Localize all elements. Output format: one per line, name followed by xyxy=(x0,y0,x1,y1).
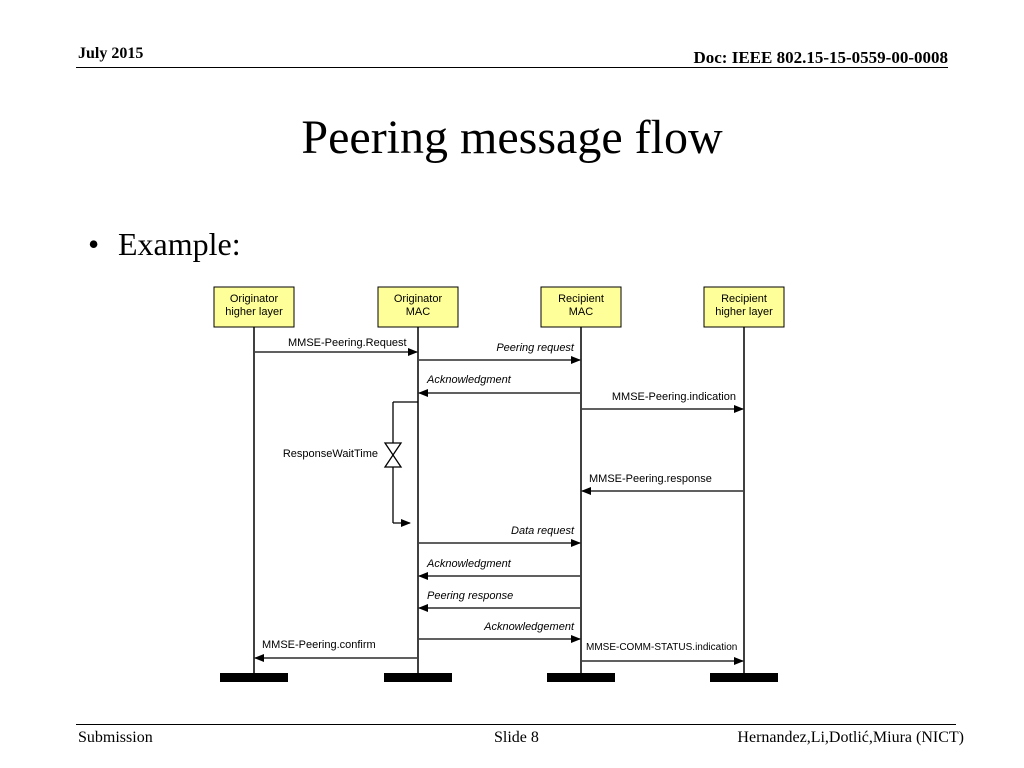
participant-label: higher layer xyxy=(715,306,773,318)
participant-label: Originator xyxy=(394,293,443,305)
bullet-text: Example: xyxy=(118,226,241,262)
message-label: Acknowledgment xyxy=(426,374,512,386)
message-label: MMSE-Peering.indication xyxy=(612,391,736,403)
footer-submission: Submission xyxy=(78,729,153,746)
bullet-item: • Example: xyxy=(88,226,241,263)
participant-label: MAC xyxy=(406,306,431,318)
message-label: MMSE-COMM-STATUS.indication xyxy=(586,642,737,653)
participant-label: Originator xyxy=(230,293,279,305)
footer-rule xyxy=(76,724,956,725)
lifeline-terminator xyxy=(384,673,452,682)
message-label: MMSE-Peering.confirm xyxy=(262,639,376,651)
lifeline-terminator xyxy=(710,673,778,682)
message-label: Peering request xyxy=(496,342,575,354)
message-label: MMSE-Peering.response xyxy=(589,473,712,485)
participant-box xyxy=(377,286,459,328)
lifeline-terminator xyxy=(547,673,615,682)
header-rule xyxy=(76,67,948,68)
lifeline-terminator xyxy=(220,673,288,682)
participant-label: higher layer xyxy=(225,306,283,318)
participant-box xyxy=(540,286,622,328)
bullet-dot: • xyxy=(88,226,100,262)
message-label: Acknowledgment xyxy=(426,558,512,570)
header-date: July 2015 xyxy=(78,45,144,62)
participant-label: Recipient xyxy=(721,293,767,305)
header-doc-id: Doc: IEEE 802.15-15-0559-00-0008 xyxy=(693,48,948,67)
participant-box xyxy=(213,286,295,328)
participant-label: Recipient xyxy=(558,293,604,305)
hourglass-icon xyxy=(383,442,403,468)
participant-label: MAC xyxy=(569,306,594,318)
footer-authors: Hernandez,Li,Dotlić,Miura (NICT) xyxy=(737,729,964,746)
message-label: Peering response xyxy=(427,590,513,602)
message-label: Data request xyxy=(511,525,575,537)
footer-slide-number: Slide 8 xyxy=(494,729,539,746)
message-label: MMSE-Peering.Request xyxy=(288,337,407,349)
slide-title: Peering message flow xyxy=(301,111,723,164)
message-label: Acknowledgement xyxy=(483,621,575,633)
timer-label: ResponseWaitTime xyxy=(283,448,378,460)
